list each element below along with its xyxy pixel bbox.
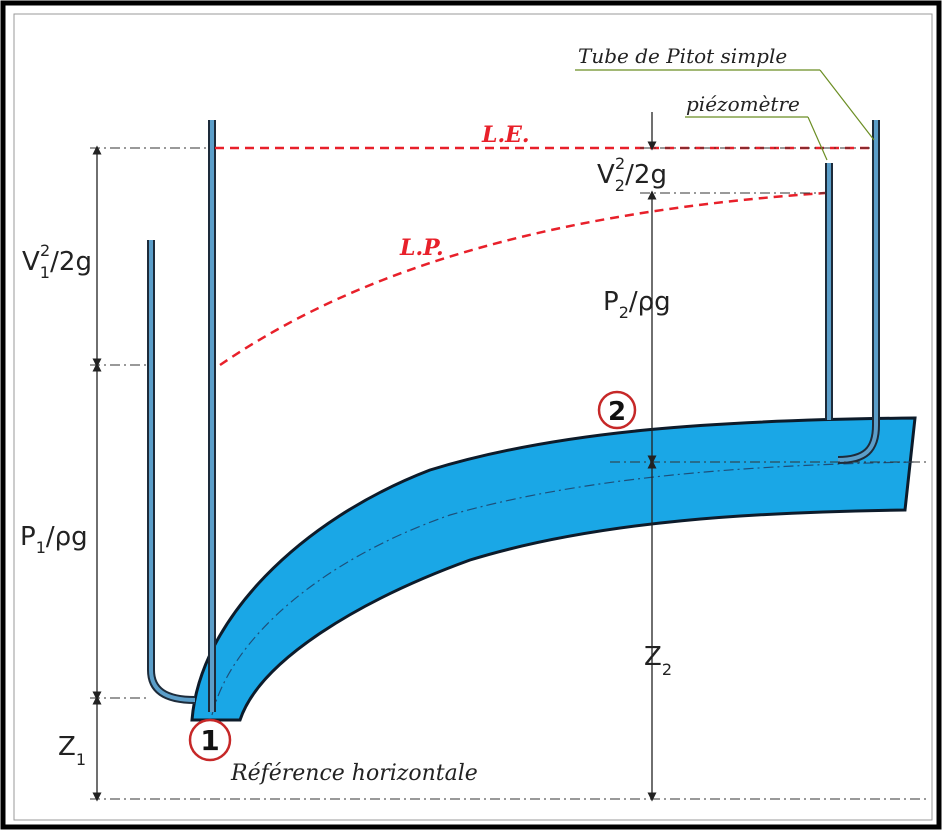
energy-line-label: L.E. [481,122,530,148]
reference-lines [90,147,930,800]
elevation-head-1: Z1 [58,732,86,769]
svg-text:1: 1 [200,724,219,757]
svg-text:2: 2 [608,397,626,427]
inner-border [13,13,933,821]
elevation-head-2: Z2 [644,642,672,679]
point-2-marker: 2 [597,390,637,430]
pitot-tube-label: Tube de Pitot simple [578,44,787,68]
callout-lines [575,69,875,161]
pipe [190,416,917,722]
pressure-head-2: P2/ρg [603,287,671,322]
pressure-head-1: P1/ρg [20,522,88,557]
piezometric-line [219,191,826,367]
point-1-marker: 1 [188,718,232,762]
reference-label: Référence horizontale [230,761,478,786]
velocity-head-2: V22/2g [597,154,667,195]
pitot-tube-2 [837,120,880,464]
piezometer-label: piézomètre [686,92,800,116]
velocity-head-1: V12/2g [22,241,92,282]
piezometer-tube-1 [147,240,196,704]
pipe-centerline [211,461,916,716]
piezometric-line-label: L.P. [399,235,444,261]
